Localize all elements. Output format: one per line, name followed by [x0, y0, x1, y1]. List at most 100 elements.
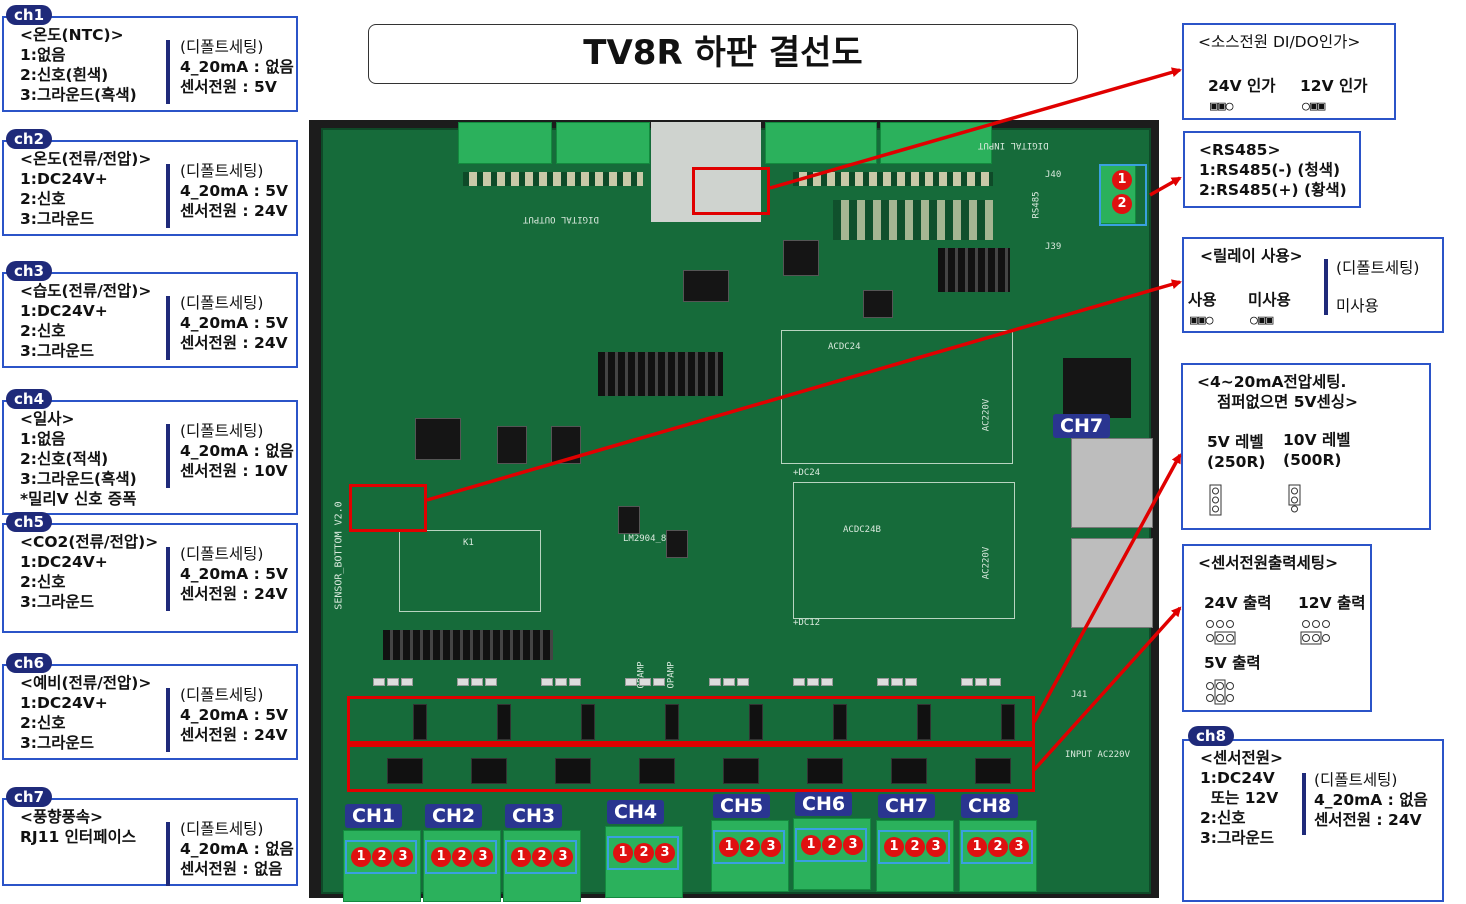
- smd-resistor: [891, 678, 903, 686]
- ch3-divider: [166, 296, 170, 360]
- ch1-default-0: (디폴트세팅): [180, 38, 264, 56]
- ch4-line-4: *밀리V 신호 증폭: [20, 490, 137, 508]
- relay-title: <릴레이 사용>: [1200, 247, 1303, 265]
- rs485-pin-box: [1099, 164, 1147, 226]
- ch5-tag: ch5: [6, 512, 53, 532]
- pin-box-ch7: [878, 830, 950, 864]
- relay-divider: [1324, 259, 1328, 315]
- voltage-jumper: [917, 704, 931, 740]
- voltage-set-250r: (250R): [1207, 453, 1266, 471]
- ch5-divider: [166, 547, 170, 611]
- relay-jumper-highlight: [349, 484, 427, 532]
- pin-box-ch6: [795, 828, 867, 862]
- sensor-power-jumper: [471, 758, 507, 784]
- sensor-power-jumper: [807, 758, 843, 784]
- board-label-ch6: CH6: [795, 792, 853, 816]
- rs485-pin-1: 1: [1112, 170, 1132, 190]
- sensor-power-title: <센서전원출력세팅>: [1198, 554, 1339, 572]
- pin-ch7-3: 3: [926, 837, 946, 857]
- ch2-line-3: 3:그라운드: [20, 210, 95, 228]
- ch3-default-1: 4_20mA : 5V: [180, 314, 289, 332]
- pcb-photo: DIGITAL OUTPUT DIGITAL INPUT ACDC24 AC22…: [309, 120, 1159, 902]
- arrow-sensor-power: [1032, 606, 1182, 772]
- ch7-divider: [166, 822, 170, 886]
- pin-box-ch2: [425, 840, 497, 874]
- rs485-box: <RS485> 1:RS485(-) (청색) 2:RS485(+) (황색): [1183, 131, 1361, 208]
- ch4-tag: ch4: [6, 389, 53, 409]
- ic-chip-2: [415, 418, 461, 460]
- arrow-voltage-set: [1032, 453, 1182, 723]
- ch6-line-3: 3:그라운드: [20, 734, 95, 752]
- ch1-line-3: 3:그라운드(흑색): [20, 86, 137, 104]
- pin-ch4-3: 3: [655, 843, 675, 863]
- pin-ch4-1: 1: [613, 843, 633, 863]
- smd-resistor: [807, 678, 819, 686]
- ch8-default-1: 4_20mA : 없음: [1314, 791, 1428, 809]
- smd-resistor: [471, 678, 483, 686]
- ch5-line-0: <CO2(전류/전압)>: [20, 533, 159, 551]
- pin-ch2-3: 3: [473, 847, 493, 867]
- silk-lm2904: LM2904_8: [623, 534, 667, 544]
- rs485-line-2: 2:RS485(+) (황색): [1199, 181, 1347, 199]
- sensor-power-box: <센서전원출력세팅> 24V 출력 12V 출력 5V 출력: [1182, 544, 1372, 712]
- pin-ch5-1: 1: [719, 837, 739, 857]
- pin-row-2: [793, 172, 993, 186]
- header-bank-3: [383, 630, 553, 660]
- smd-resistor: [387, 678, 399, 686]
- voltage-jumper: [833, 704, 847, 740]
- sensor-power-5v: 5V 출력: [1204, 654, 1261, 672]
- sensor-power-jumper: [639, 758, 675, 784]
- pin-ch2-1: 1: [431, 847, 451, 867]
- smd-resistor: [737, 678, 749, 686]
- ch6-default-2: 센서전원 : 24V: [180, 726, 288, 744]
- sensor-power-jumper: [891, 758, 927, 784]
- arrow-relay: [426, 279, 1182, 502]
- silk-j41: J41: [1071, 690, 1088, 700]
- silk-dc12: +DC12: [793, 618, 821, 628]
- ch3-line-1: 1:DC24V+: [20, 302, 108, 320]
- pin-row-3: [833, 200, 993, 240]
- relay-box: <릴레이 사용> 사용 미사용 ▣▣○ ○▣▣ (디폴트세팅) 미사용: [1182, 237, 1444, 333]
- arrow-rs485: [1149, 176, 1182, 197]
- ch7-line-0: <풍향풍속>: [20, 808, 104, 826]
- ch1-tag: ch1: [6, 5, 53, 25]
- smd-resistor: [877, 678, 889, 686]
- pin-ch2-2: 2: [452, 847, 472, 867]
- relay-use: 사용: [1188, 291, 1217, 309]
- ch2-default-1: 4_20mA : 5V: [180, 182, 289, 200]
- ch4-divider: [166, 424, 170, 488]
- ch4-default-2: 센서전원 : 10V: [180, 462, 288, 480]
- voltage-jumper: [665, 704, 679, 740]
- rs485-pin-2: 2: [1112, 194, 1132, 214]
- metal-bracket: [651, 122, 761, 222]
- pin-ch1-1: 1: [351, 847, 371, 867]
- ch4-line-3: 3:그라운드(흑색): [20, 470, 137, 488]
- ic-chip-1: [683, 270, 729, 302]
- ch8-default-0: (디폴트세팅): [1314, 771, 1398, 789]
- ch5-line-2: 2:신호: [20, 573, 66, 591]
- board-label-ch7-rj11: CH7: [1053, 414, 1111, 438]
- pin-box-ch1: [345, 840, 417, 874]
- voltage-set-500r: (500R): [1283, 451, 1342, 469]
- ch1-divider: [166, 40, 170, 104]
- pin-ch6-3: 3: [843, 835, 863, 855]
- smd-resistor: [639, 678, 651, 686]
- ch8-line-4: 3:그라운드: [1200, 829, 1275, 847]
- ch2-line-1: 1:DC24V+: [20, 170, 108, 188]
- pin-ch3-2: 2: [532, 847, 552, 867]
- ch8-line-1: 1:DC24V: [1200, 769, 1275, 787]
- ch5-default-2: 센서전원 : 24V: [180, 585, 288, 603]
- voltage-set-jumper-icons: [1209, 484, 1301, 516]
- sensor-power-jumper: [555, 758, 591, 784]
- ch5-line-3: 3:그라운드: [20, 593, 95, 611]
- ic-lm2904-2: [666, 530, 688, 558]
- pcb: DIGITAL OUTPUT DIGITAL INPUT ACDC24 AC22…: [321, 122, 1153, 902]
- rs485-title: <RS485>: [1199, 141, 1281, 159]
- ch2-line-0: <온도(전류/전압)>: [20, 150, 152, 168]
- ch6-default-0: (디폴트세팅): [180, 686, 264, 704]
- ch6-tag: ch6: [6, 653, 53, 673]
- ch5-default-0: (디폴트세팅): [180, 545, 264, 563]
- ch5-default-1: 4_20mA : 5V: [180, 565, 289, 583]
